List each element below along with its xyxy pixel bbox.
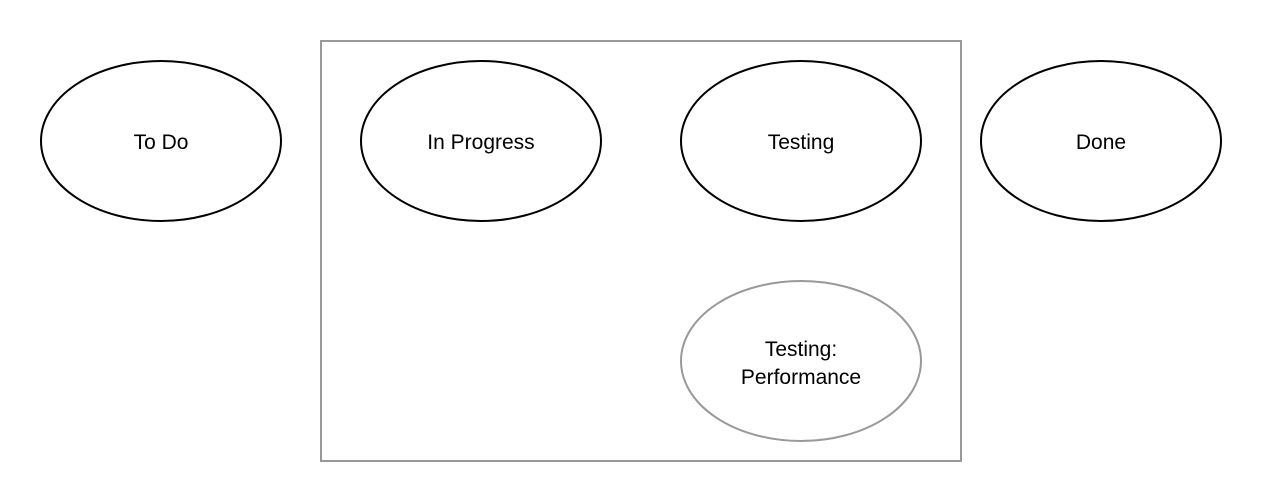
node-testing-performance[interactable]: Testing: Performance xyxy=(680,280,922,442)
node-todo-shape[interactable] xyxy=(40,60,282,222)
node-done-shape[interactable] xyxy=(980,60,1222,222)
node-in-progress-shape[interactable] xyxy=(360,60,602,222)
node-testing-label: Testing xyxy=(768,131,835,154)
node-testing-shape[interactable] xyxy=(680,60,922,222)
node-done-label: Done xyxy=(1076,131,1126,154)
workflow-group-container[interactable] xyxy=(320,40,962,462)
node-testing[interactable]: Testing xyxy=(680,60,922,222)
node-testing-performance-shape[interactable] xyxy=(680,280,922,442)
node-todo-label: To Do xyxy=(134,131,189,154)
node-testing-performance-label-line1: Testing: xyxy=(765,338,837,361)
node-done[interactable]: Done xyxy=(980,60,1222,222)
node-todo[interactable]: To Do xyxy=(40,60,282,222)
node-testing-performance-label-line2: Performance xyxy=(741,366,861,389)
node-in-progress-label: In Progress xyxy=(427,131,534,154)
node-in-progress[interactable]: In Progress xyxy=(360,60,602,222)
